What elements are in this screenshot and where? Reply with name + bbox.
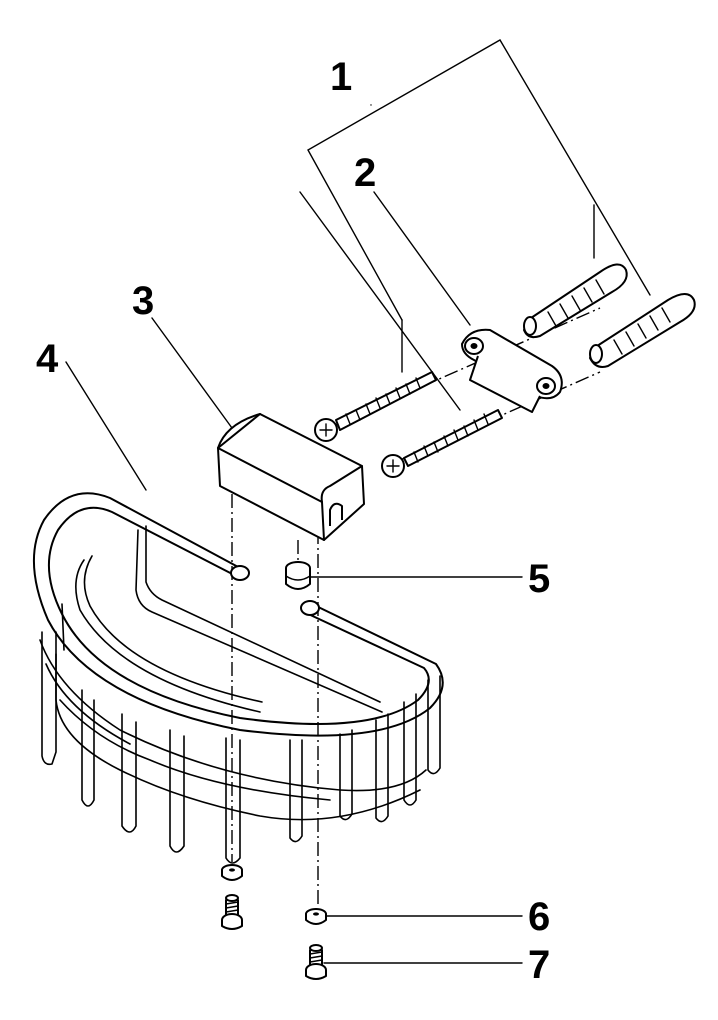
- stopper: [285, 561, 311, 590]
- wall-screw-lower: [381, 409, 503, 478]
- leader-4: [65, 361, 147, 491]
- callout-6: 6: [528, 895, 550, 939]
- cover-cap: [217, 413, 365, 541]
- callout-labels: 1 2 3 4 5 6 7: [36, 55, 550, 987]
- wall-bracket: [461, 328, 563, 413]
- callout-5: 5: [528, 557, 550, 601]
- leader-1: [307, 39, 651, 321]
- leader-3: [151, 317, 233, 429]
- leader-2: [373, 191, 471, 326]
- wire-basket: [32, 492, 444, 864]
- callout-1: 1: [330, 55, 352, 99]
- callout-3: 3: [132, 279, 154, 323]
- callout-2: 2: [354, 151, 376, 195]
- washer-right: [305, 908, 327, 925]
- callout-4: 4: [36, 337, 59, 381]
- callout-7: 7: [528, 943, 550, 987]
- wall-screw-upper: [314, 371, 437, 442]
- wall-plug-upper: [523, 263, 628, 339]
- wall-plug-lower: [589, 293, 696, 368]
- washer-left: [221, 864, 243, 881]
- screw-right: [305, 944, 327, 980]
- screw-left: [221, 894, 243, 930]
